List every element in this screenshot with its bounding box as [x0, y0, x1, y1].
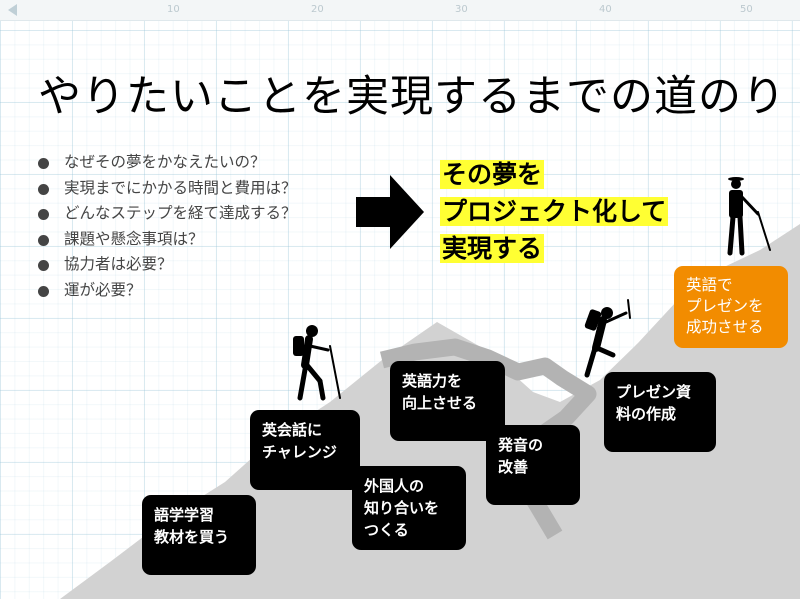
step-label: 語学学習 教材を買う [154, 506, 230, 546]
step-box-pronunciation[interactable]: 発音の 改善 [486, 425, 580, 505]
ruler-tick: 40 [599, 4, 612, 15]
list-item: 協力者は必要？ [38, 252, 297, 278]
step-label: プレゼン資 料の作成 [616, 383, 692, 423]
highlight-line: その夢を [440, 160, 545, 189]
ruler-indent-marker[interactable] [8, 4, 17, 16]
step-box-presentation-materials[interactable]: プレゼン資 料の作成 [604, 372, 716, 452]
page-title: やりたいことを実現するまでの道のり [38, 72, 786, 122]
step-box-improve-english[interactable]: 英語力を 向上させる [390, 361, 505, 441]
summit-hiker-icon [727, 177, 771, 256]
ruler-tick: 10 [167, 4, 180, 15]
step-box-foreign-friends[interactable]: 外国人の 知り合いを つくる [352, 466, 466, 550]
right-arrow-icon [356, 175, 424, 249]
step-label: 英会話に チャレンジ [262, 421, 337, 461]
list-item: どんなステップを経て達成する？ [38, 201, 297, 227]
question-list: なぜその夢をかなえたいの？ 実現までにかかる時間と費用は？ どんなステップを経て… [38, 150, 297, 304]
list-item: 運が必要？ [38, 278, 297, 304]
highlight-line: プロジェクト化して [440, 197, 669, 226]
hiker-icon [293, 325, 341, 401]
ruler-tick: 20 [311, 4, 324, 15]
highlight-message: その夢を プロジェクト化して 実現する [440, 160, 669, 271]
step-label: 発音の 改善 [498, 436, 544, 476]
step-box-study-materials[interactable]: 語学学習 教材を買う [142, 495, 256, 575]
ruler-tick: 30 [455, 4, 468, 15]
step-box-goal[interactable]: 英語で プレゼンを 成功させる [674, 266, 788, 348]
list-item: なぜその夢をかなえたいの？ [38, 150, 297, 176]
ruler: 10 20 30 40 50 [0, 0, 800, 21]
list-item: 課題や懸念事項は？ [38, 227, 297, 253]
ruler-tick: 50 [740, 4, 753, 15]
step-box-conversation[interactable]: 英会話に チャレンジ [250, 410, 360, 490]
step-label: 英語で プレゼンを 成功させる [686, 276, 764, 336]
list-item: 実現までにかかる時間と費用は？ [38, 176, 297, 202]
step-label: 英語力を 向上させる [402, 372, 478, 412]
highlight-line: 実現する [440, 234, 545, 263]
step-label: 外国人の 知り合いを つくる [364, 477, 440, 539]
climber-icon [584, 299, 631, 378]
